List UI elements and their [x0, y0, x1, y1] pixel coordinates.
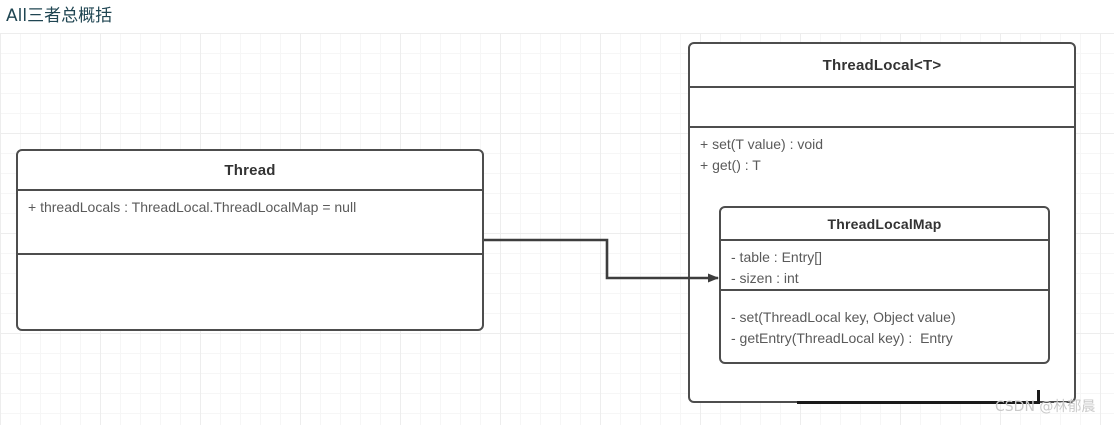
class-name-threadlocalmap: ThreadLocalMap [827, 215, 942, 232]
compartment-divider [690, 86, 1074, 88]
attributes-compartment-threadlocal [690, 88, 1074, 126]
attribute-row: + threadLocals : ThreadLocal.ThreadLocal… [28, 199, 357, 215]
uml-class-threadlocalmap[interactable]: ThreadLocalMap - table : Entry[] - sizen… [719, 206, 1050, 364]
compartment-divider [18, 189, 482, 191]
title-strip [0, 0, 1114, 33]
method-row: - set(ThreadLocal key, Object value) [731, 309, 956, 325]
compartment-divider [18, 253, 482, 255]
attribute-row: - table : Entry[] [731, 249, 823, 265]
attributes-compartment-thread: + threadLocals : ThreadLocal.ThreadLocal… [18, 191, 482, 253]
class-name-thread: Thread [224, 161, 276, 179]
stray-tick-artifact [1037, 390, 1040, 403]
stray-line-artifact [797, 401, 1040, 404]
methods-compartment-threadlocalmap: - set(ThreadLocal key, Object value) - g… [721, 291, 1048, 362]
page-title: All三者总概括 [6, 6, 113, 26]
methods-compartment-threadlocal: + set(T value) : void + get() : T [690, 128, 1074, 401]
attributes-compartment-threadlocalmap: - table : Entry[] - sizen : int [721, 241, 1048, 289]
compartment-divider [721, 289, 1048, 291]
method-row: - getEntry(ThreadLocal key) : Entry [731, 330, 953, 346]
class-name-threadlocal: ThreadLocal<T> [822, 56, 942, 74]
compartment-divider [721, 239, 1048, 241]
watermark: CSDN @林郁晨 [995, 399, 1096, 415]
uml-class-thread[interactable]: Thread + threadLocals : ThreadLocal.Thre… [16, 149, 484, 331]
method-row: + get() : T [700, 157, 761, 173]
methods-compartment-thread [18, 255, 482, 329]
method-row: + set(T value) : void [700, 136, 824, 152]
compartment-divider [690, 126, 1074, 128]
attribute-row: - sizen : int [731, 270, 799, 286]
connector-path [484, 238, 719, 283]
